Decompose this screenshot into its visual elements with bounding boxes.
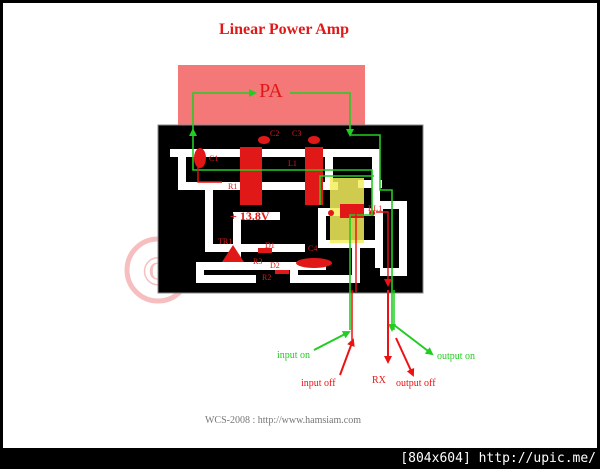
input-off-label: input off: [301, 378, 336, 389]
capacitor-c1-body: [194, 148, 206, 168]
input-on-label: input on: [277, 350, 310, 361]
label-c3: C3: [292, 129, 301, 138]
pa-block: [178, 65, 365, 125]
voltage-label: + 13.8V: [230, 209, 270, 223]
diagram-title: Linear Power Amp: [219, 21, 349, 38]
label-rl1: RL1: [368, 204, 382, 213]
label-l1: L1: [288, 159, 297, 168]
components: [194, 136, 375, 274]
label-tr1: TR1: [218, 237, 232, 246]
image-badge[interactable]: [804x604] http://upic.me/: [400, 451, 596, 466]
label-c4: C4: [308, 244, 317, 253]
pa-label: PA: [259, 80, 283, 102]
output-on-label: output on: [437, 351, 475, 362]
transmit-path: [189, 89, 396, 332]
label-d2: D2: [270, 261, 280, 270]
component-labels: C2 C3 C1 L1 R1 RL1 TR1 D1 C4 R3 D2 R2: [209, 129, 382, 282]
resistor-r2-body: [275, 270, 289, 274]
relay-body: [340, 204, 364, 218]
capacitor-c4-body: [296, 258, 332, 268]
label-c1: C1: [209, 154, 218, 163]
transistor-tr1-body: [222, 245, 244, 262]
input-on-arrow: [313, 331, 351, 351]
label-r3: R3: [253, 257, 262, 266]
output-on-arrow: [393, 324, 434, 356]
resistor-r1-body: [240, 147, 262, 205]
capacitor-c3-body: [308, 136, 320, 144]
output-off-label: output off: [396, 378, 436, 389]
output-off-arrow: [395, 337, 415, 377]
rx-label: RX: [372, 375, 387, 386]
relay-pin-a: [328, 210, 334, 216]
input-off-arrow: [339, 338, 355, 376]
label-d1: D1: [265, 241, 275, 250]
label-r1: R1: [228, 182, 237, 191]
capacitor-c2-body: [258, 136, 270, 144]
inductor-l1-body: [305, 147, 323, 205]
footer-credit: WCS-2008 : http://www.hamsiam.com: [205, 415, 361, 426]
receive-path: [197, 150, 392, 292]
diode-d1-body: [258, 248, 272, 253]
label-r2: R2: [262, 273, 271, 282]
label-c2: C2: [270, 129, 279, 138]
